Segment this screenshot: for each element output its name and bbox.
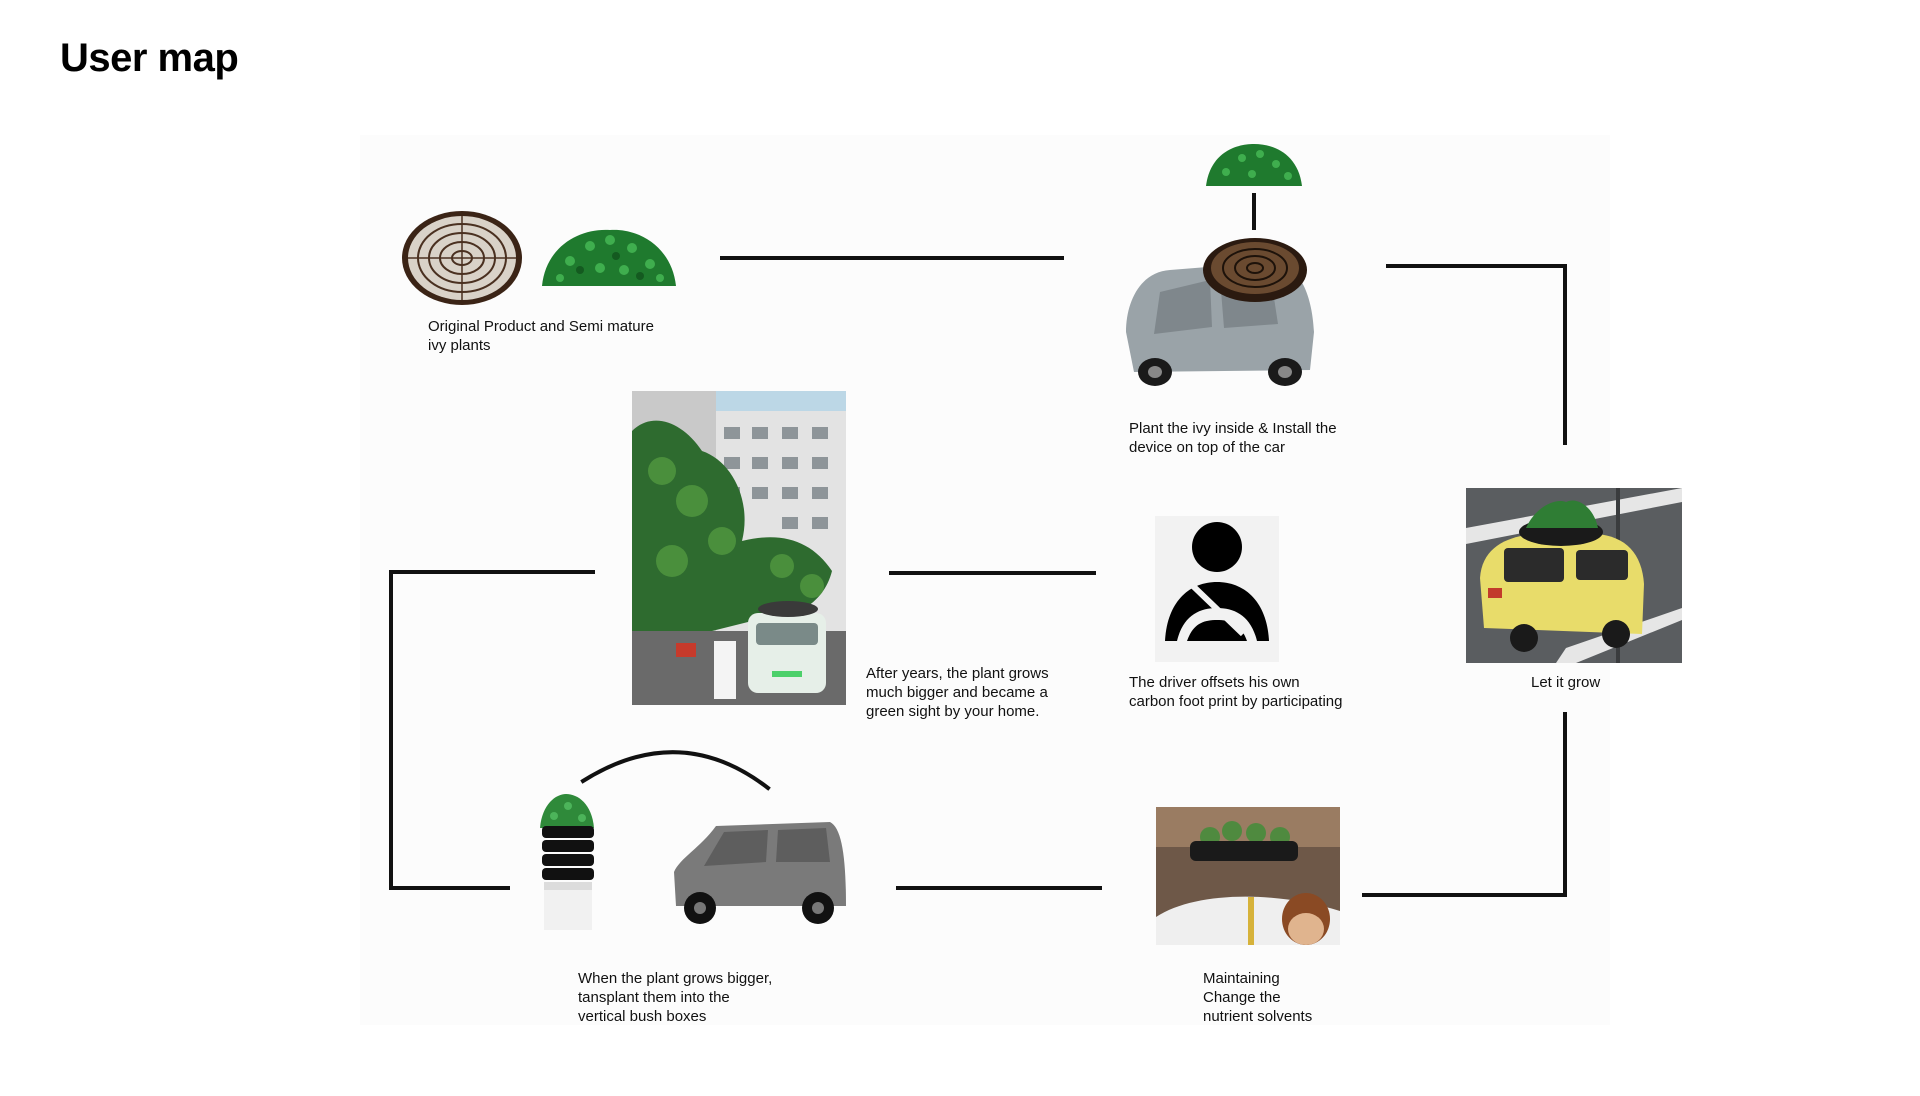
step7-caption: Maintaining Change the nutrient solvents bbox=[1203, 970, 1313, 1025]
grey-car-icon bbox=[674, 822, 846, 924]
car-icon bbox=[1126, 238, 1314, 386]
yellow-car-photo bbox=[1466, 488, 1682, 663]
home-ivy-photo bbox=[632, 391, 846, 705]
maintenance-photo bbox=[1156, 807, 1340, 945]
ivy-bush-icon bbox=[1206, 144, 1302, 186]
step4-caption: The driver offsets his own carbon foot p… bbox=[1129, 674, 1343, 710]
ivy-bush-icon bbox=[542, 229, 676, 286]
step1-caption: Original Product and Semi mature ivy pla… bbox=[428, 318, 654, 354]
connector-3-7 bbox=[1362, 712, 1567, 897]
step6-caption: When the plant grows bigger, tansplant t… bbox=[578, 970, 773, 1025]
planter-disc-icon bbox=[402, 211, 522, 305]
step5-caption: After years, the plant grows much bigger… bbox=[866, 665, 1049, 720]
connector-6-5 bbox=[389, 570, 595, 890]
bush-box-icon bbox=[540, 794, 594, 930]
step3-caption: Let it grow bbox=[1531, 674, 1601, 691]
transplant-arc bbox=[580, 750, 771, 791]
driver-seatbelt-icon bbox=[1155, 516, 1279, 662]
page-title: User map bbox=[60, 36, 239, 80]
step2-caption: Plant the ivy inside & Install the devic… bbox=[1129, 420, 1337, 456]
connector-2-3 bbox=[1386, 264, 1567, 445]
